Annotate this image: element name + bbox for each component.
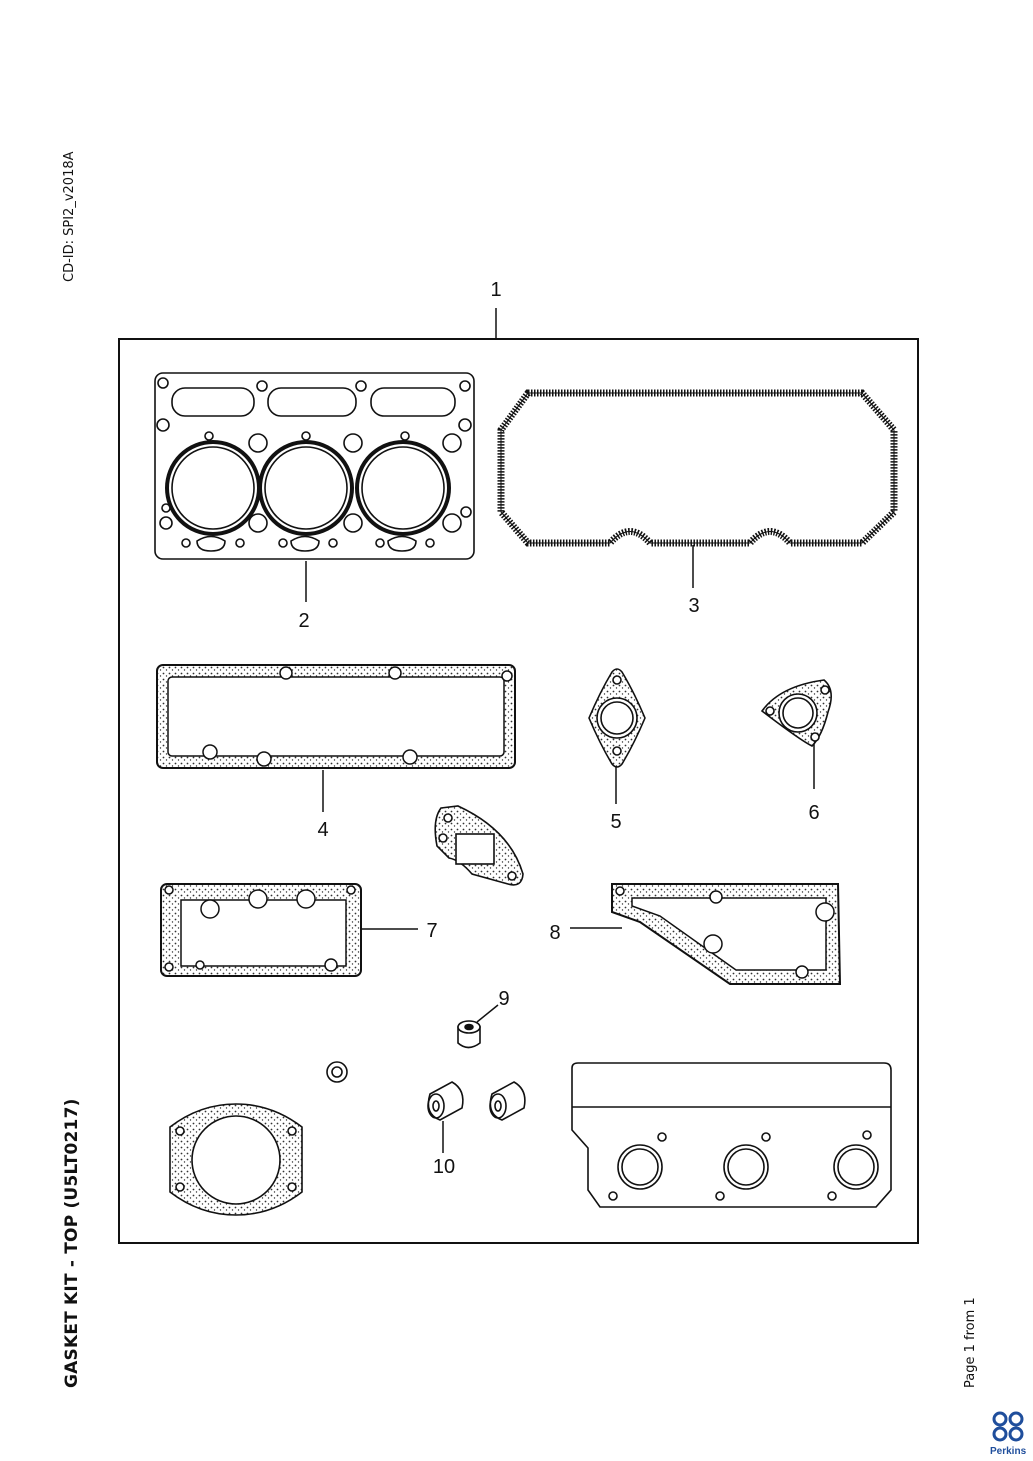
callout-2: 2	[298, 610, 309, 632]
callout-5: 5	[610, 811, 621, 833]
callout-7: 7	[426, 920, 437, 942]
part-6-flange-gasket	[760, 679, 832, 747]
kit-frame	[118, 338, 919, 1244]
perkins-logo: Perkins	[990, 1411, 1027, 1457]
part-4-cover-gasket	[156, 664, 516, 769]
part-5-flange-gasket	[588, 668, 646, 768]
callout-8: 8	[549, 922, 560, 944]
manifold-gasket	[571, 1062, 892, 1208]
part-3-rocker-cover-gasket	[497, 389, 898, 547]
part-10-bush	[427, 1081, 526, 1121]
callout-6: 6	[808, 802, 819, 824]
callout-10: 10	[433, 1156, 455, 1178]
outlet-gasket	[434, 805, 524, 886]
callout-4: 4	[317, 819, 328, 841]
leader-9	[476, 1004, 499, 1023]
callout-3: 3	[688, 595, 699, 617]
callout-9: 9	[498, 988, 509, 1010]
callout-1: 1	[490, 279, 501, 301]
part-7-plate-gasket	[160, 883, 362, 977]
o-ring	[326, 1061, 348, 1083]
part-2-head-gasket	[154, 372, 475, 560]
part-9-stem-seal	[457, 1020, 481, 1049]
part-8-plate-gasket	[611, 883, 842, 985]
round-flange-gasket	[169, 1103, 303, 1216]
brand-label: Perkins	[990, 1446, 1027, 1457]
